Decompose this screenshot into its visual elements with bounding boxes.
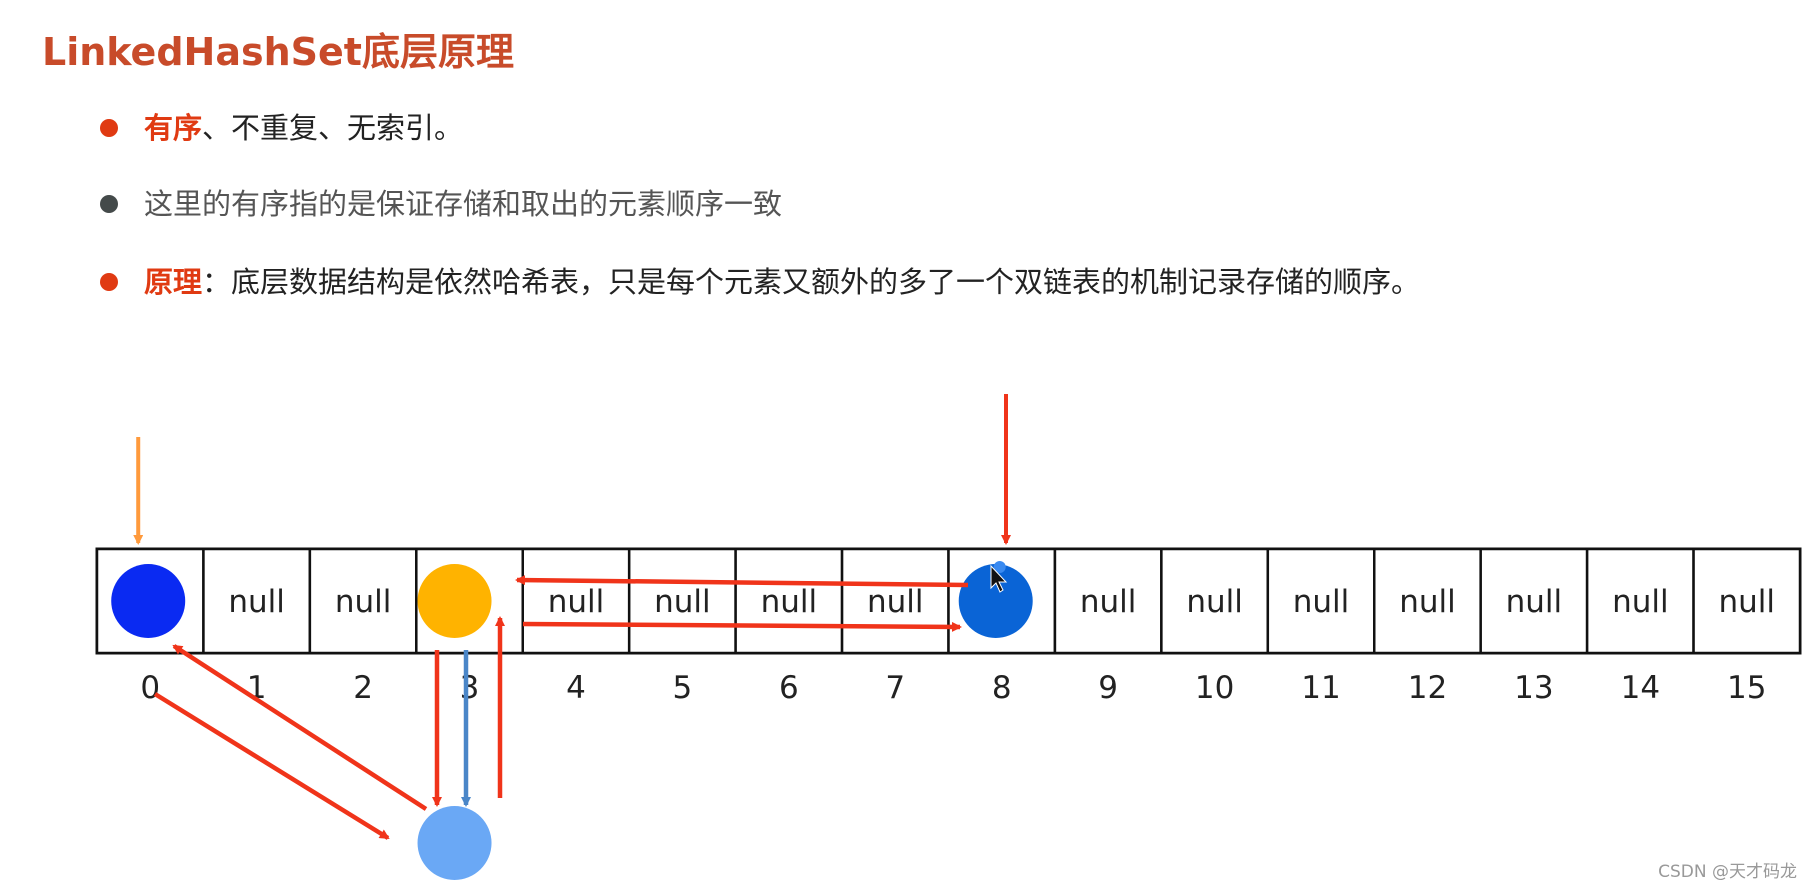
cell-value: null [335,584,392,620]
bullet-dot-icon [100,195,118,213]
cell-value: null [654,584,711,620]
array-index-label: 11 [1301,670,1340,706]
array-index-label: 6 [779,670,799,706]
link-arrow-0-to-chain [153,692,390,840]
array-index-label: 0 [140,670,160,706]
bullet-keyword: 有序 [144,111,203,145]
array-cell [1479,547,1589,655]
link-arrow-chain-to-0 [172,644,428,811]
cell-value: null [761,584,818,620]
page-title: LinkedHashSet底层原理 [42,30,514,74]
bullet-dot-icon [100,119,118,137]
array-cell [840,547,950,655]
cell-value: null [1399,584,1456,620]
bullet-item-ordered: 有序、不重复、无索引。 [100,108,464,148]
cell-value: null [1186,584,1243,620]
node-index-3 [417,564,492,638]
bullet-item-order-meaning: 这里的有序指的是保证存储和取出的元素顺序一致 [100,184,783,224]
array-index-label: 10 [1195,670,1234,706]
cell-value: null [1719,584,1776,620]
cell-value: null [228,584,285,620]
bullet-item-principle: 原理：底层数据结构是依然哈希表，只是每个元素又额外的多了一个双链表的机制记录存储… [100,262,1421,302]
array-index-label: 7 [885,670,905,706]
cell-value: null [1080,584,1137,620]
array-index-label: 4 [566,670,586,706]
array-cell [308,547,418,655]
array-index-label: 3 [460,670,480,706]
cell-value: null [1506,584,1563,620]
mouse-cursor-icon [990,564,1008,593]
link-arrows [133,394,1011,840]
bullet-text: 这里的有序指的是保证存储和取出的元素顺序一致 [144,187,783,221]
array-index-label: 14 [1621,670,1660,706]
array-cell [734,547,844,655]
link-arrow-8-to-3 [515,575,969,588]
array-index-label: 12 [1408,670,1447,706]
cell-value: null [1293,584,1350,620]
bullet-keyword: 原理 [144,265,203,299]
array-index-label: 5 [673,670,693,706]
node-index-0 [111,564,186,638]
cell-value: null [1612,584,1669,620]
node-chained-below-3 [417,806,492,880]
array-index-label: 2 [353,670,373,706]
element-nodes [111,561,1033,880]
array-cell [1373,547,1482,655]
array-index-label: 8 [992,670,1012,706]
bullet-text: ：底层数据结构是依然哈希表，只是每个元素又额外的多了一个双链表的机制记录存储的顺… [202,265,1421,299]
array-cell [202,547,312,655]
link-arrow-3-to-8 [522,621,962,632]
cell-value: null [867,584,924,620]
array-index-label: 9 [1098,670,1118,706]
array-index-label: 15 [1727,670,1766,706]
array-cell [627,547,737,655]
bullet-dot-icon [100,273,118,291]
bullet-text: 、不重复、无索引。 [202,111,464,145]
array-cell [1692,547,1802,655]
watermark: CSDN @天才码龙 [1658,862,1797,882]
node-highlight-dot [993,561,1006,573]
array-cell [1585,547,1695,655]
array-index-label: 13 [1514,670,1553,706]
cell-value: null [548,584,605,620]
array-cell [1053,547,1163,655]
array-cell [521,547,631,655]
node-index-8 [958,564,1033,638]
